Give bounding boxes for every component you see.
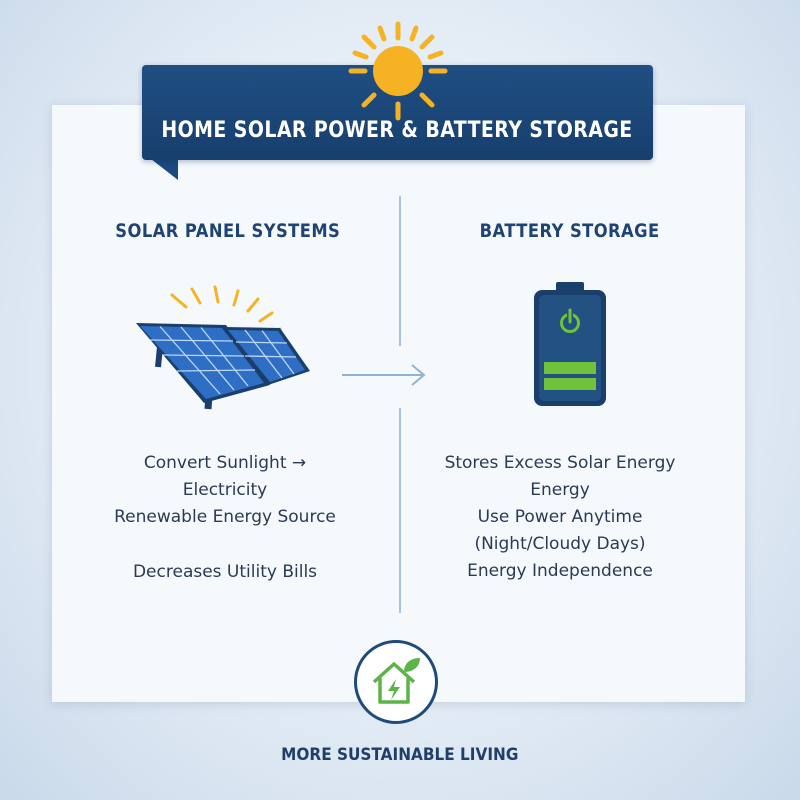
arrow-right-icon — [342, 364, 426, 386]
feature-use-power-anytime: Use Power Anytime — [477, 507, 643, 527]
title-banner: HOME SOLAR POWER & BATTERY STORAGE — [142, 65, 653, 160]
battery-storage-heading: BATTERY STORAGE — [480, 220, 660, 242]
battery-icon — [534, 282, 606, 406]
feature-convert-sunlight: Convert Sunlight → — [143, 453, 307, 473]
solar-panel-icon — [136, 285, 310, 410]
column-divider-top — [399, 196, 401, 346]
feature-energy-independence: Energy Independence — [467, 561, 653, 581]
eco-house-badge — [354, 640, 438, 724]
sun-icon — [348, 21, 448, 121]
page-title: HOME SOLAR POWER & BATTERY STORAGE — [161, 118, 634, 143]
feature-renewable-source: Renewable Energy Source — [114, 507, 336, 527]
eco-house-icon — [372, 658, 420, 704]
footer-label: MORE SUSTAINABLE LIVING — [281, 745, 519, 765]
solar-panel-heading: SOLAR PANEL SYSTEMS — [115, 220, 341, 242]
feature-decreases-bills: Decreases Utility Bills — [132, 562, 318, 582]
infographic-card — [52, 105, 745, 702]
feature-stores-excess: Stores Excess Solar Energy — [444, 453, 676, 473]
feature-electricity: Electricity — [182, 480, 268, 500]
column-divider-bottom — [399, 408, 401, 613]
feature-night-cloudy: (Night/Cloudy Days) — [474, 534, 646, 554]
feature-energy: Energy — [530, 480, 590, 500]
